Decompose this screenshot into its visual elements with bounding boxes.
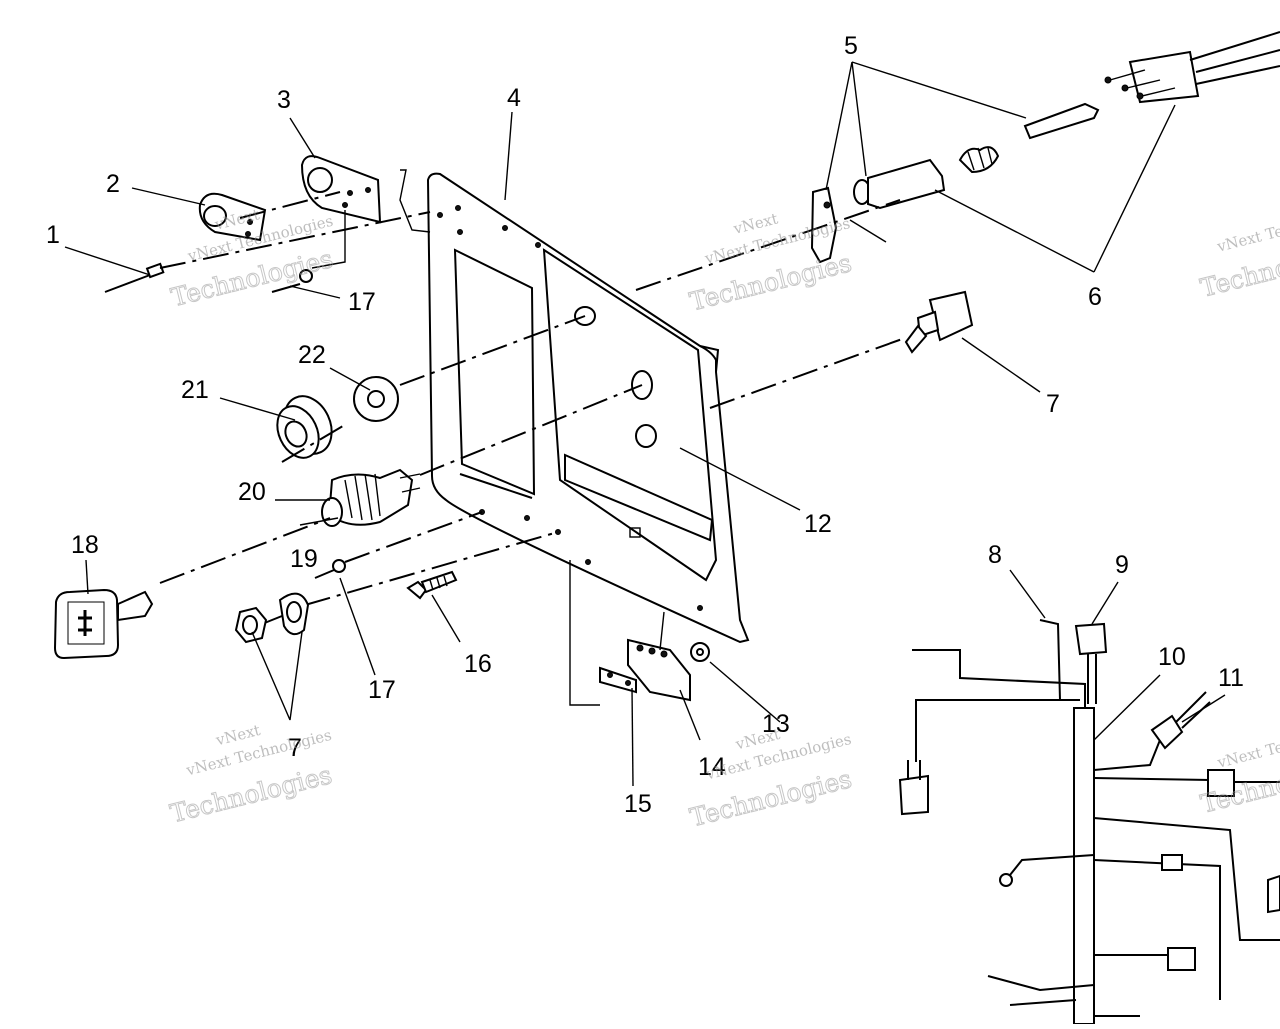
callout-18: 18 <box>71 531 99 559</box>
wire-harness <box>898 619 1280 1025</box>
callout-3: 3 <box>277 86 291 114</box>
callout-22: 22 <box>298 341 326 369</box>
part-21-nut <box>276 395 333 459</box>
part-2-bracket <box>198 192 267 242</box>
dash-panel <box>399 169 750 706</box>
callout-numbers: 1 2 3 4 5 6 7 8 9 10 11 12 13 14 15 16 1… <box>46 32 1244 818</box>
callout-15: 15 <box>624 790 652 818</box>
part-5-plunger <box>1023 102 1100 140</box>
part-3-plate <box>300 155 382 224</box>
part-15-terminal-plate <box>599 666 637 694</box>
callout-17-upper: 17 <box>348 288 376 316</box>
callout-7-upper: 7 <box>1046 390 1060 418</box>
watermark-line: vNext Technologies <box>1215 718 1280 772</box>
part-6-connector <box>1104 31 1280 104</box>
callout-19: 19 <box>290 545 318 573</box>
callout-2: 2 <box>106 170 120 198</box>
leader-lines <box>64 61 1226 787</box>
part-6-switch-body <box>849 158 946 243</box>
callout-1: 1 <box>46 221 60 249</box>
callout-7-lower: 7 <box>288 734 302 762</box>
watermark-bottom-right: vNext Technologies Technologies <box>1197 718 1280 819</box>
callout-12: 12 <box>804 510 832 538</box>
callout-11: 11 <box>1218 664 1244 692</box>
watermark-bottom-left: vNext vNext Technologies Technologies <box>167 721 336 829</box>
part-7-toggle-switch <box>904 290 974 354</box>
callout-4: 4 <box>507 84 521 112</box>
part-19-screw <box>314 559 346 579</box>
callout-17-lower: 17 <box>368 676 396 704</box>
callout-6: 6 <box>1088 283 1102 311</box>
callout-5: 5 <box>844 32 858 60</box>
watermark-line: vNext Technologies <box>1214 202 1280 256</box>
callout-20: 20 <box>238 478 266 506</box>
part-17-screw-upper <box>271 210 346 293</box>
callout-9: 9 <box>1115 551 1129 579</box>
watermark-top-right: vNext Technologies Technologies <box>1197 202 1280 303</box>
watermark-top-middle: vNext vNext Technologies Technologies <box>686 210 855 317</box>
callout-21: 21 <box>181 376 209 404</box>
part-7-nut-lower <box>234 592 310 644</box>
callout-10: 10 <box>1158 643 1186 671</box>
part-18-key <box>53 588 154 660</box>
part-5-spring <box>958 146 1000 174</box>
part-22-lock-washer <box>353 376 399 422</box>
callout-13: 13 <box>762 710 790 738</box>
callout-8: 8 <box>988 541 1002 569</box>
part-1-pin <box>104 262 165 293</box>
part-13-nut <box>690 642 710 662</box>
callout-14: 14 <box>698 753 726 781</box>
callout-16: 16 <box>464 650 492 678</box>
part-16-bolt <box>406 570 458 600</box>
part-14-terminal-block <box>627 611 691 702</box>
